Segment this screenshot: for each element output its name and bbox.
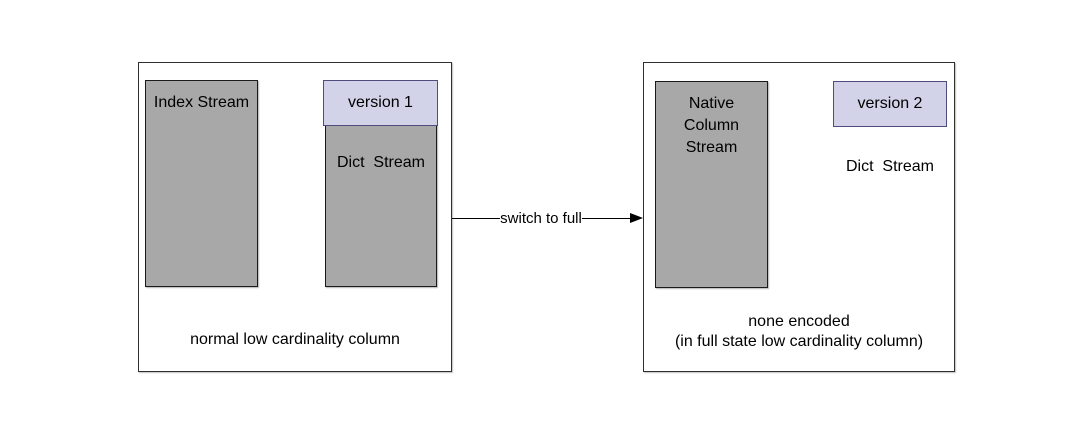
dict-stream-label: Dict Stream <box>845 158 934 175</box>
arrow-line-left <box>452 217 501 219</box>
arrow-line-right <box>581 217 631 219</box>
native-column-stream-rect: Native Column Stream <box>655 81 768 288</box>
version-2-label: version 2 <box>857 95 923 112</box>
arrowhead-icon <box>630 213 644 223</box>
index-stream-rect: Index Stream <box>145 80 258 287</box>
full-state-caption: none encoded (in full state low cardinal… <box>643 312 955 351</box>
full-state-caption-line2: (in full state low cardinality column) <box>674 332 924 350</box>
version-1-label: version 1 <box>348 94 413 111</box>
version-2-header: version 2 <box>833 81 947 127</box>
version-1-header: version 1 <box>323 80 438 126</box>
arrow-label: switch to full <box>500 209 582 227</box>
dict-stream-rect: Dict Stream <box>325 124 437 287</box>
normal-column-caption: normal low cardinality column <box>190 331 400 348</box>
full-state-caption-line1: none encoded <box>748 313 850 330</box>
switch-to-full-arrow: switch to full <box>452 206 644 230</box>
